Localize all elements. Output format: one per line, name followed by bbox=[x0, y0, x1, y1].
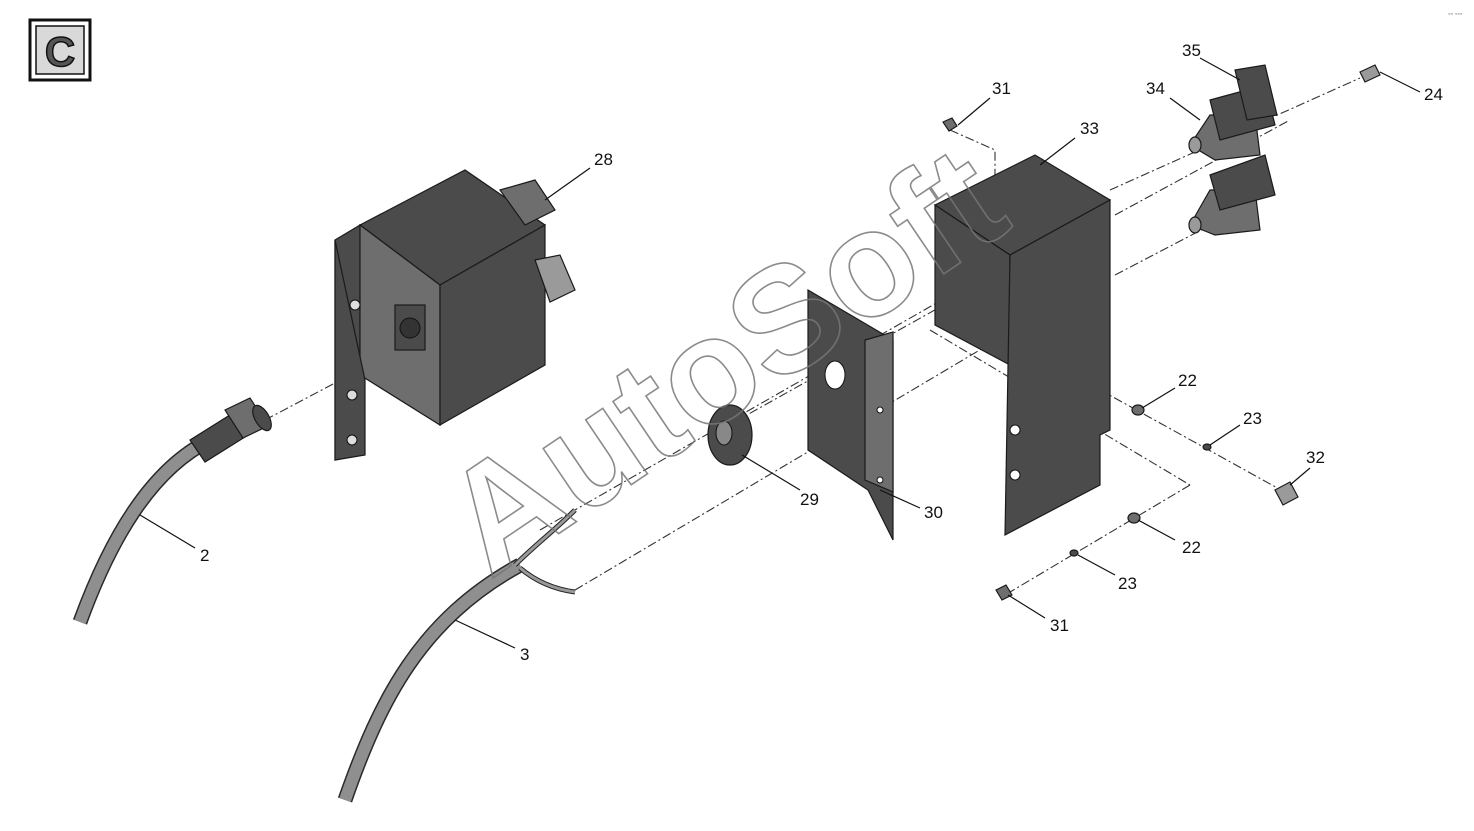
hardware bbox=[942, 64, 1381, 601]
socket-35 bbox=[1234, 64, 1278, 121]
callout-33: 33 bbox=[1080, 119, 1099, 138]
callout-23-bottom: 23 bbox=[1118, 574, 1137, 593]
control-box-28 bbox=[334, 169, 576, 461]
plate-30 bbox=[807, 288, 894, 541]
socket-second bbox=[1188, 154, 1276, 236]
callout-31-bottom: 31 bbox=[1050, 616, 1069, 635]
callout-22-top: 22 bbox=[1178, 371, 1197, 390]
leader-lines bbox=[139, 57, 1421, 649]
spacer-29 bbox=[707, 404, 753, 466]
callouts: 28 2 3 29 30 31 33 34 35 24 22 23 32 22 … bbox=[200, 41, 1443, 664]
socket-34 bbox=[1188, 84, 1276, 161]
callout-28: 28 bbox=[594, 150, 613, 169]
bracket-33 bbox=[933, 154, 1112, 537]
callout-31-top: 31 bbox=[992, 79, 1011, 98]
callout-3: 3 bbox=[520, 645, 529, 664]
section-badge-letter: C bbox=[45, 28, 75, 75]
callout-32: 32 bbox=[1306, 448, 1325, 467]
callout-22-bottom: 22 bbox=[1182, 538, 1201, 557]
section-badge: C bbox=[28, 18, 92, 82]
callout-29: 29 bbox=[800, 490, 819, 509]
corner-mark: ◦◦ ◦◦◦ bbox=[1448, 11, 1462, 18]
callout-34: 34 bbox=[1146, 79, 1165, 98]
callout-30: 30 bbox=[924, 503, 943, 522]
cable-3 bbox=[337, 508, 577, 803]
cable-2 bbox=[72, 397, 272, 625]
callout-24: 24 bbox=[1424, 85, 1443, 104]
callout-35: 35 bbox=[1182, 41, 1201, 60]
callout-2: 2 bbox=[200, 546, 209, 565]
callout-23-top: 23 bbox=[1243, 409, 1262, 428]
